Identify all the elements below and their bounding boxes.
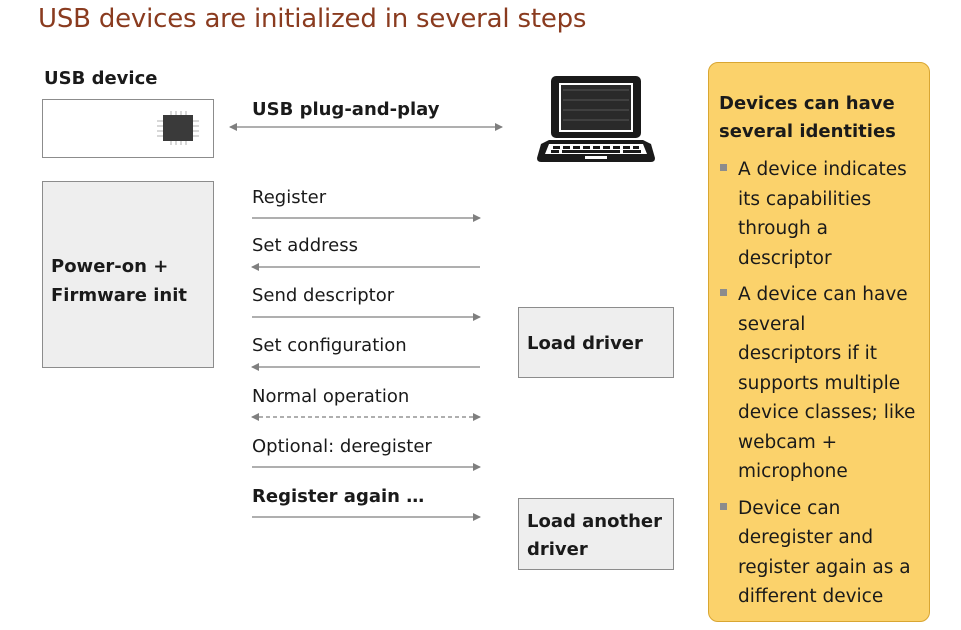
step-send-descriptor-label: Send descriptor <box>252 285 395 306</box>
bullet-square-icon <box>720 502 727 510</box>
side-bullet-line: webcam + <box>738 431 838 453</box>
bullet-square-icon <box>720 289 727 296</box>
power-on-line-2: Firmware init <box>51 285 187 306</box>
page-title: USB devices are initialized in several s… <box>38 4 587 34</box>
usb-device-label: USB device <box>44 68 158 89</box>
side-bullet-line: register again as a <box>738 556 911 578</box>
side-bullet-line: microphone <box>738 461 848 482</box>
side-title-line-1: Devices can have <box>719 93 895 114</box>
load-another-driver-line-2: driver <box>527 539 588 560</box>
side-bullet-line: deregister and <box>738 527 874 548</box>
chip-icon <box>157 111 199 145</box>
step-register-again-label: Register again … <box>252 486 425 507</box>
side-bullet-line: several <box>738 313 806 335</box>
usb-device-box <box>42 99 214 158</box>
step-register-label: Register <box>252 187 327 208</box>
laptop-icon <box>535 70 659 170</box>
power-on-line-1: Power-on + <box>51 256 169 277</box>
side-bullet-line: descriptors if it <box>738 343 878 364</box>
side-bullet-line: Device can <box>738 497 841 519</box>
step-set-configuration-label: Set configuration <box>252 335 407 356</box>
side-bullet-line: device classes; like <box>738 402 916 423</box>
step-normal-operation-label: Normal operation <box>252 386 410 407</box>
load-driver-box: Load driver <box>518 307 674 378</box>
step-optional-deregister-label: Optional: deregister <box>252 436 432 457</box>
load-another-driver-box: Load another driver <box>518 498 674 570</box>
side-bullet-line: descriptor <box>738 247 832 269</box>
side-bullet-line: A device can have <box>738 284 908 305</box>
load-driver-label: Load driver <box>527 333 643 354</box>
plug-and-play-label: USB plug-and-play <box>252 99 440 120</box>
side-bullet-line: its capabilities <box>738 188 872 210</box>
side-bullet-list: A device indicates its capabilities throug… <box>719 155 929 619</box>
side-bullet: Device can deregister and register again a… <box>719 494 929 612</box>
side-bullet-line: supports multiple <box>738 372 901 394</box>
side-bullet-line: through a <box>738 218 828 239</box>
side-panel: Devices can have several identities A de… <box>708 62 930 622</box>
power-on-box: Power-on + Firmware init <box>42 181 214 368</box>
side-bullet-line: A device indicates <box>738 159 907 180</box>
side-title-line-2: several identities <box>719 121 896 142</box>
side-bullet-line: different device <box>738 586 884 607</box>
side-bullet: A device can have several descriptors if i… <box>719 280 929 487</box>
side-bullet: A device indicates its capabilities throug… <box>719 155 929 273</box>
load-another-driver-line-1: Load another <box>527 511 662 532</box>
step-set-address-label: Set address <box>252 235 358 256</box>
bullet-square-icon <box>720 164 727 171</box>
